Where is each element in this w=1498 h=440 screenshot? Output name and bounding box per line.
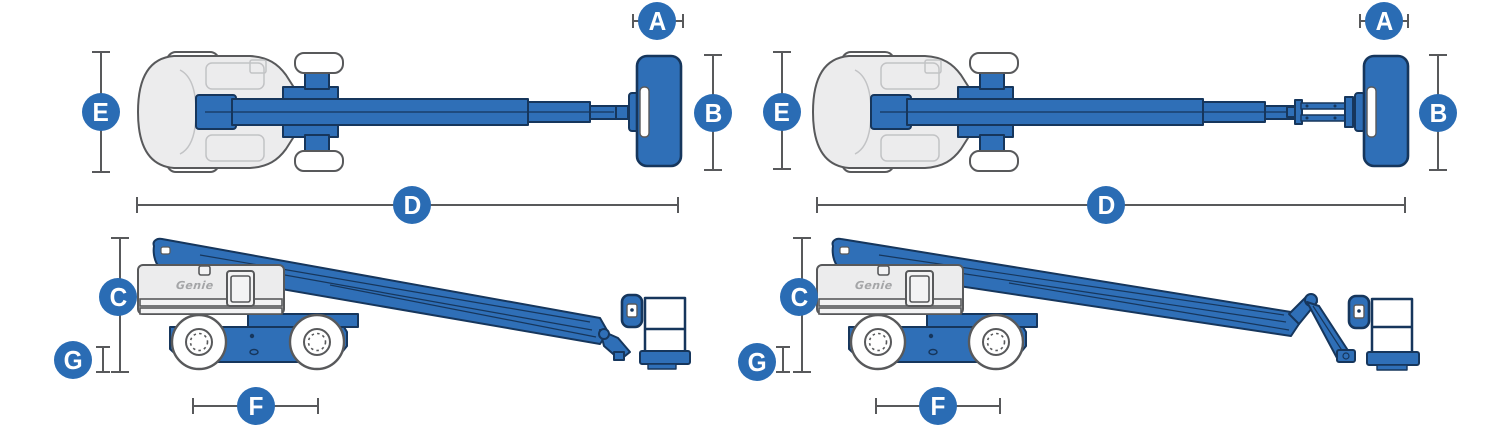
dimension-badge-g: G	[738, 343, 776, 381]
jib-link	[615, 105, 629, 120]
jib-pivot	[598, 328, 610, 340]
wheel-rear	[170, 313, 228, 371]
engine-panel-inner	[230, 275, 251, 303]
view-set-telescopic-jib: Genie A B C D E F G	[738, 0, 1498, 440]
boom-tail-notch	[839, 246, 850, 255]
dimension-badge-g: G	[54, 341, 92, 379]
top-view-machine	[812, 51, 1410, 173]
chassis-detail-slot	[249, 348, 259, 356]
turret-cap	[877, 265, 890, 276]
jib-foot	[1336, 349, 1356, 363]
side-view-machine	[816, 237, 1420, 371]
dimension-badge-d: D	[1087, 186, 1125, 224]
basket-rails	[643, 296, 687, 357]
platform-top-view	[1362, 54, 1410, 168]
dimension-badge-b: B	[1419, 94, 1457, 132]
front-tire-top	[969, 52, 1019, 74]
turret-trim-1	[818, 298, 962, 307]
dimension-badge-c: C	[99, 278, 137, 316]
turret-trim-2	[139, 307, 283, 315]
basket-step	[647, 363, 677, 370]
dim-line-g	[776, 346, 790, 373]
top-view-machine	[137, 51, 683, 173]
basket-step	[1376, 364, 1408, 371]
dimension-badge-a: A	[1365, 2, 1403, 40]
dimension-badge-e: E	[763, 93, 801, 131]
telescopic-jib-drawing	[773, 14, 1447, 414]
jib-foot-pin	[1342, 352, 1350, 360]
dim-line-g	[96, 346, 110, 373]
dimension-badge-c: C	[780, 278, 818, 316]
wheel-front	[967, 313, 1025, 371]
engine-panel	[226, 270, 255, 307]
dimension-badge-f: F	[919, 387, 957, 425]
telescopic-drawing	[92, 14, 722, 414]
control-box-knob	[1357, 309, 1361, 313]
platform-top-view	[635, 54, 683, 168]
dimension-badge-a: A	[638, 2, 676, 40]
chassis-detail-dot	[249, 333, 255, 339]
engine-panel-inner	[909, 275, 930, 303]
turret-trim-2	[818, 307, 962, 315]
chassis-detail-slot	[928, 348, 938, 356]
dimension-badge-d: D	[393, 186, 431, 224]
wheel-rear	[849, 313, 907, 371]
front-tire-bottom	[969, 150, 1019, 172]
platform-entry-slot	[639, 86, 650, 138]
genie-logo: Genie	[854, 279, 894, 292]
basket-floor	[1366, 351, 1420, 366]
turret-trim-1	[139, 298, 283, 307]
articulated-jib	[1288, 293, 1356, 363]
side-view-machine	[137, 237, 691, 371]
chassis-detail-dot	[928, 333, 934, 339]
engine-panel	[905, 270, 934, 307]
jib-arm-line	[1312, 305, 1344, 353]
view-set-telescopic: Genie A B C D E F G	[54, 2, 732, 425]
jib-top-view	[1286, 96, 1354, 128]
dimension-badge-b: B	[694, 94, 732, 132]
wheel-front	[288, 313, 346, 371]
front-tire-bottom	[294, 150, 344, 172]
platform-entry-slot	[1366, 86, 1377, 138]
front-tire-top	[294, 52, 344, 74]
genie-logo: Genie	[175, 279, 215, 292]
boom-tail-notch	[160, 246, 171, 255]
dimension-badge-f: F	[237, 387, 275, 425]
dimension-badge-e: E	[82, 93, 120, 131]
turret-cap	[198, 265, 211, 276]
control-box-knob	[630, 308, 634, 312]
platform-rotator-side	[613, 351, 625, 361]
basket-floor	[639, 350, 691, 365]
